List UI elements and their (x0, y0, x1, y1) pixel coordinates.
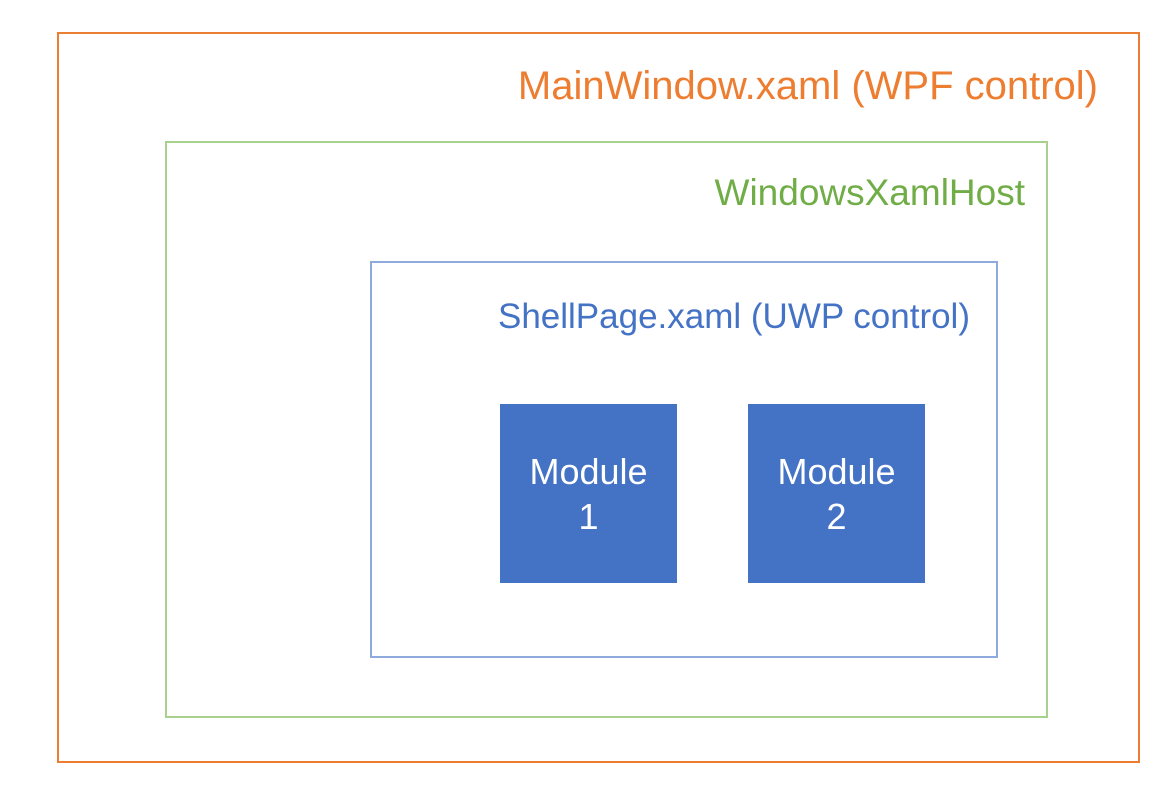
container-windowsxamlhost (165, 141, 1048, 718)
container-shellpage-xaml (370, 261, 998, 658)
module-2-number: 2 (826, 495, 847, 537)
module-2-name: Module (777, 450, 896, 492)
label-shellpage-xaml: ShellPage.xaml (UWP control) (497, 297, 970, 336)
label-mainwindow-xaml: MainWindow.xaml (WPF control) (517, 64, 1098, 108)
label-windowsxamlhost: WindowsXamlHost (714, 172, 1025, 213)
module-block-2: Module 2 (748, 404, 925, 583)
container-mainwindow-xaml (57, 32, 1140, 763)
module-block-1: Module 1 (500, 404, 677, 583)
module-1-name: Module (529, 450, 648, 492)
module-1-number: 1 (578, 495, 599, 537)
